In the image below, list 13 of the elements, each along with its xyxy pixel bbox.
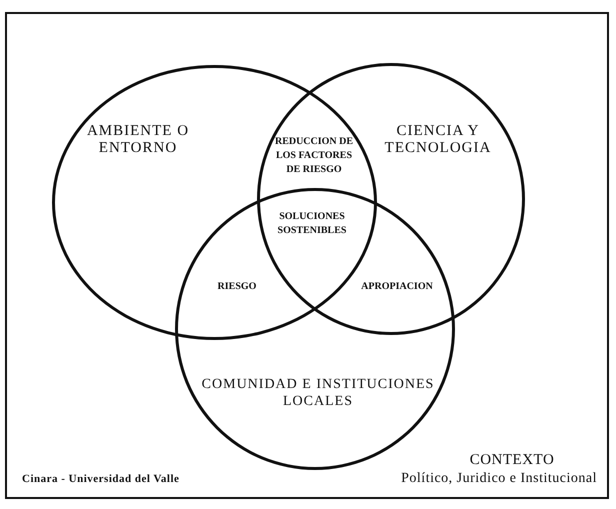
region-label: REDUCCION DE LOS FACTORES DE RIESGO: [274, 135, 354, 177]
venn-circle: [257, 63, 525, 335]
circle-label: CIENCIA Y TECNOLOGIA: [384, 123, 492, 157]
venn-circle: [175, 188, 455, 470]
region-label: APROPIACION: [360, 280, 434, 294]
circle-label: AMBIENTE O ENTORNO: [86, 123, 190, 157]
region-label: SOLUCIONES SOSTENIBLES: [276, 210, 348, 238]
context-title: CONTEXTO: [468, 452, 556, 469]
credit-text: Cinara - Universidad del Valle: [22, 472, 180, 487]
region-label: RIESGO: [216, 280, 258, 294]
context-frame: [5, 12, 609, 499]
circle-label: COMUNIDAD E INSTITUCIONES LOCALES: [200, 376, 436, 410]
context-subtitle: Político, Juridico e Institucional: [400, 470, 597, 487]
